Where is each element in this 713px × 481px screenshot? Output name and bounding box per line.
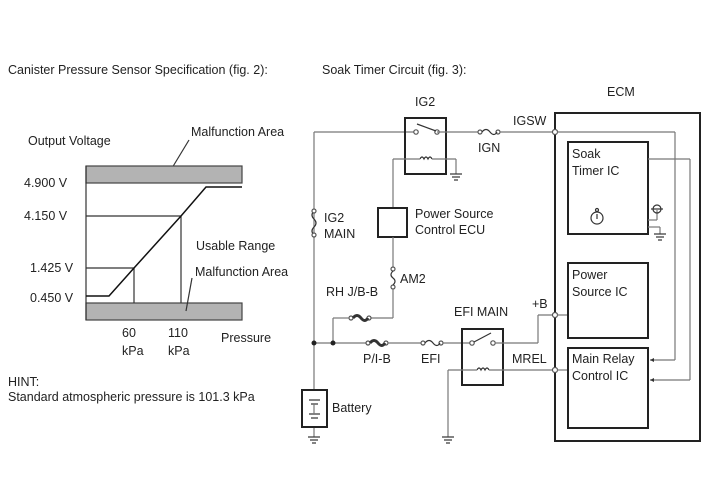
power-source-control-ecu-box — [377, 207, 408, 238]
power-ic-label-2: Source IC — [572, 285, 628, 299]
ecm-label: ECM — [607, 85, 635, 99]
ground-icon — [442, 436, 454, 444]
relay-efi-coil-icon — [476, 367, 490, 372]
pin-b-label: +B — [532, 297, 548, 311]
relay-ic-label-2: Control IC — [572, 369, 628, 383]
fusible-link-rhjb-icon — [351, 314, 370, 322]
relay-efi-box — [461, 328, 504, 386]
y-axis-label: Output Voltage — [28, 134, 111, 148]
soak-ic-label-1: Soak — [572, 147, 601, 161]
battery-icon — [309, 399, 320, 419]
x-tick-60-unit: kPa — [122, 344, 144, 358]
fuse-ign-label: IGN — [478, 141, 500, 155]
pin-mrel-label: MREL — [512, 352, 547, 366]
fig3-title: Soak Timer Circuit (fig. 3): — [322, 63, 466, 77]
y-tick-4900: 4.900 V — [24, 176, 68, 190]
pin-igsw-label: IGSW — [513, 114, 547, 128]
hint-title: HINT: — [8, 375, 39, 389]
fuse-am2-label: AM2 — [400, 272, 426, 286]
usable-range-label: Usable Range — [196, 239, 275, 253]
relay-ig2-box — [404, 117, 447, 175]
power-ecu-label-1: Power Source — [415, 207, 494, 221]
relay-ig2-switch-icon — [416, 123, 437, 132]
x-tick-110-unit: kPa — [168, 344, 190, 358]
fuse-efi-label: EFI — [421, 352, 440, 366]
lower-malfunction-label: Malfunction Area — [195, 265, 288, 279]
fuse-efi-icon — [424, 339, 441, 347]
ecm-box — [554, 112, 701, 442]
relay-ig2-coil-icon — [419, 156, 433, 161]
fuse-rhjb-label: RH J/B-B — [326, 285, 378, 299]
series-line-sensor-output — [86, 186, 242, 297]
upper-malfunction-band — [85, 165, 243, 184]
power-ecu-label-2: Control ECU — [415, 223, 485, 237]
x-tick-60: 60 — [122, 326, 136, 340]
fuse-am2-icon — [390, 270, 396, 286]
relay-efi-label: EFI MAIN — [454, 305, 508, 319]
chart-plot — [86, 186, 242, 303]
arrow-icon — [650, 378, 654, 382]
x-tick-110: 110 — [168, 326, 188, 340]
fuse-ig2-main-icon — [311, 210, 317, 236]
relay-ic-label-1: Main Relay — [572, 352, 635, 366]
fuse-ig2-main-label-2: MAIN — [324, 227, 355, 241]
fusible-link-pib-icon — [368, 339, 387, 347]
soak-ic-label-2: Timer IC — [572, 164, 619, 178]
y-tick-0450: 0.450 V — [30, 291, 74, 305]
relay-efi-switch-icon — [473, 332, 492, 343]
power-supply-icon — [651, 204, 663, 214]
power-ic-label-1: Power — [572, 268, 607, 282]
fuse-ig2-main-label-1: IG2 — [324, 211, 344, 225]
fuse-ign-icon — [481, 128, 498, 136]
fuse-pib-label: P/I-B — [363, 352, 391, 366]
battery-label: Battery — [332, 401, 372, 415]
y-tick-1425: 1.425 V — [30, 261, 74, 275]
upper-malfunction-label: Malfunction Area — [191, 125, 284, 139]
ground-icon — [450, 173, 462, 181]
stopwatch-icon — [590, 207, 604, 225]
arrow-icon — [650, 358, 654, 362]
y-tick-4150: 4.150 V — [24, 209, 68, 223]
hint-text: Standard atmospheric pressure is 101.3 k… — [8, 390, 255, 404]
lower-malfunction-leader — [185, 277, 193, 312]
ground-icon — [308, 436, 320, 444]
lower-malfunction-band — [85, 302, 243, 321]
power-source-ic-box — [567, 262, 649, 339]
main-relay-control-ic-box — [567, 347, 649, 429]
fig2-title: Canister Pressure Sensor Specification (… — [8, 63, 268, 77]
soak-timer-ic-box — [567, 141, 649, 235]
ground-icon — [654, 233, 666, 241]
battery-box — [301, 389, 328, 428]
relay-ig2-label: IG2 — [415, 95, 435, 109]
x-axis-label: Pressure — [221, 331, 271, 345]
